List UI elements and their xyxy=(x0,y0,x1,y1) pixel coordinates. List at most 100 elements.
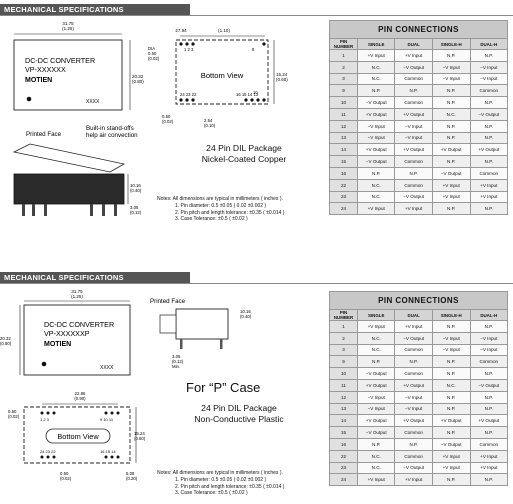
pin-function-cell: +V Output xyxy=(356,107,396,121)
pin-function-cell: +V Input xyxy=(431,461,471,475)
pin-function-cell: Common xyxy=(394,96,433,109)
pin-function-cell: +V Output xyxy=(469,414,509,428)
pin-function-cell: N.P. xyxy=(356,84,396,98)
pin-function-cell: N.P. xyxy=(431,49,471,62)
standoffs-label: Built-in stand-offs xyxy=(86,125,134,132)
pin-function-cell: −V Output xyxy=(356,367,396,380)
svg-text:16 15 14 13: 16 15 14 13 xyxy=(236,92,259,97)
pin-function-cell: +V Input xyxy=(469,449,509,463)
pin-function-cell: −V Output xyxy=(394,331,433,345)
pin-function-cell: Common xyxy=(394,72,433,86)
svg-text:DC-DC CONVERTER: DC-DC CONVERTER xyxy=(44,320,114,329)
dim-width-in: (1.25) xyxy=(62,26,74,31)
svg-text:(0.90): (0.90) xyxy=(74,396,86,401)
p-case-title: For “P” Case xyxy=(186,380,261,395)
pin-function-cell: Common xyxy=(469,437,509,451)
pin-number-cell: 11 xyxy=(329,378,358,392)
notes: Notes: All dimensions are typical in mil… xyxy=(157,196,285,223)
svg-text:0.50: 0.50 xyxy=(8,409,17,414)
svg-text:(0.02): (0.02) xyxy=(162,119,174,124)
pin-function-cell: N.P. xyxy=(469,426,509,439)
svg-text:0.50: 0.50 xyxy=(148,51,157,56)
pin-function-cell: +V Output xyxy=(394,143,433,157)
pin-function-cell: +V Output xyxy=(394,378,433,392)
svg-text:(0.12): (0.12) xyxy=(172,359,184,364)
module-brand: MOTIEN xyxy=(25,77,52,84)
svg-text:(0.02): (0.02) xyxy=(8,414,20,419)
pin-function-cell: +V Input xyxy=(394,49,433,62)
pin-number-cell: 22 xyxy=(329,449,358,463)
module-line2: VP-XXXXXX xyxy=(25,65,66,74)
pin-function-cell: Common xyxy=(394,343,433,357)
pin-function-cell: N.P. xyxy=(469,119,509,133)
svg-text:(0.02): (0.02) xyxy=(148,56,160,61)
pin-number-cell: 24 xyxy=(329,202,358,216)
pin-function-cell: Common xyxy=(394,178,433,192)
pin-function-cell: N.P. xyxy=(469,155,509,168)
svg-text:(0.80): (0.80) xyxy=(132,79,144,84)
pin-function-cell: +V Input xyxy=(431,178,471,192)
pin-function-cell: N.P. xyxy=(469,96,509,109)
pin-function-cell: N.P. xyxy=(469,473,509,487)
svg-text:(0.20): (0.20) xyxy=(126,476,138,481)
pin-function-cell: N.P. xyxy=(469,390,509,404)
svg-text:(1.10): (1.10) xyxy=(218,28,230,33)
pin-function-cell: +V Input xyxy=(469,190,509,204)
pin-function-cell: −V Output xyxy=(394,190,433,204)
pin-number-cell: 10 xyxy=(329,367,358,380)
svg-text:(0.80): (0.80) xyxy=(0,341,12,346)
package-drawing-p-case: 31.75 (1.25) DC-DC CONVERTER VP-XXXXXXP … xyxy=(0,289,252,481)
pin-function-cell: N.P. xyxy=(469,49,509,62)
bottom-view-label: Bottom View xyxy=(57,432,99,441)
pin-function-cell: N.P. xyxy=(431,131,471,145)
printed-face-label: Printed Face xyxy=(150,298,186,305)
pin-function-cell: +V Input xyxy=(394,320,433,333)
svg-text:16 15 14: 16 15 14 xyxy=(100,449,116,454)
pin-function-cell: N.P. xyxy=(356,166,396,180)
pin-function-cell: N.C. xyxy=(431,378,471,392)
svg-text:1 2 3: 1 2 3 xyxy=(184,47,194,52)
pin-number-cell: 11 xyxy=(329,107,358,121)
pin-number-cell: 14 xyxy=(329,143,358,157)
pin-function-cell: +V Input xyxy=(431,449,471,463)
pin-number-cell: 22 xyxy=(329,178,358,192)
pin-function-cell: −V Input xyxy=(431,60,471,74)
pin-function-cell: Common xyxy=(394,426,433,439)
pin-function-cell: −V Input xyxy=(356,131,396,145)
pin-function-cell: −V Input xyxy=(469,343,509,357)
pin-function-cell: N.P. xyxy=(394,437,433,451)
pin-function-cell: +V Input xyxy=(356,49,396,62)
svg-text:DIA: DIA xyxy=(148,46,155,51)
pin-number-cell: 1 xyxy=(329,320,358,333)
pin-function-cell: +V Output xyxy=(431,143,471,157)
pin-function-cell: N.P. xyxy=(469,402,509,416)
pin-number-cell: 12 xyxy=(329,390,358,404)
pin-function-cell: N.P. xyxy=(394,84,433,98)
side-view-body xyxy=(13,173,125,205)
pin-function-cell: +V Output xyxy=(356,414,396,428)
svg-text:0.50: 0.50 xyxy=(162,114,171,119)
pin-function-cell: +V Input xyxy=(469,461,509,475)
svg-text:20.32: 20.32 xyxy=(0,336,11,341)
pin-function-cell: N.P. xyxy=(431,320,471,333)
svg-text:(0.60): (0.60) xyxy=(134,436,146,441)
pin-function-cell: −V Input xyxy=(356,119,396,133)
pin-connections-table: PIN CONNECTIONS PIN NUMBER SINGLE DUAL S… xyxy=(329,291,509,487)
table-row: 14+V Output+V Output+V Output+V Output xyxy=(329,143,509,157)
pin-function-cell: −V Input xyxy=(394,390,433,404)
pin-function-cell: −V Input xyxy=(469,72,509,86)
